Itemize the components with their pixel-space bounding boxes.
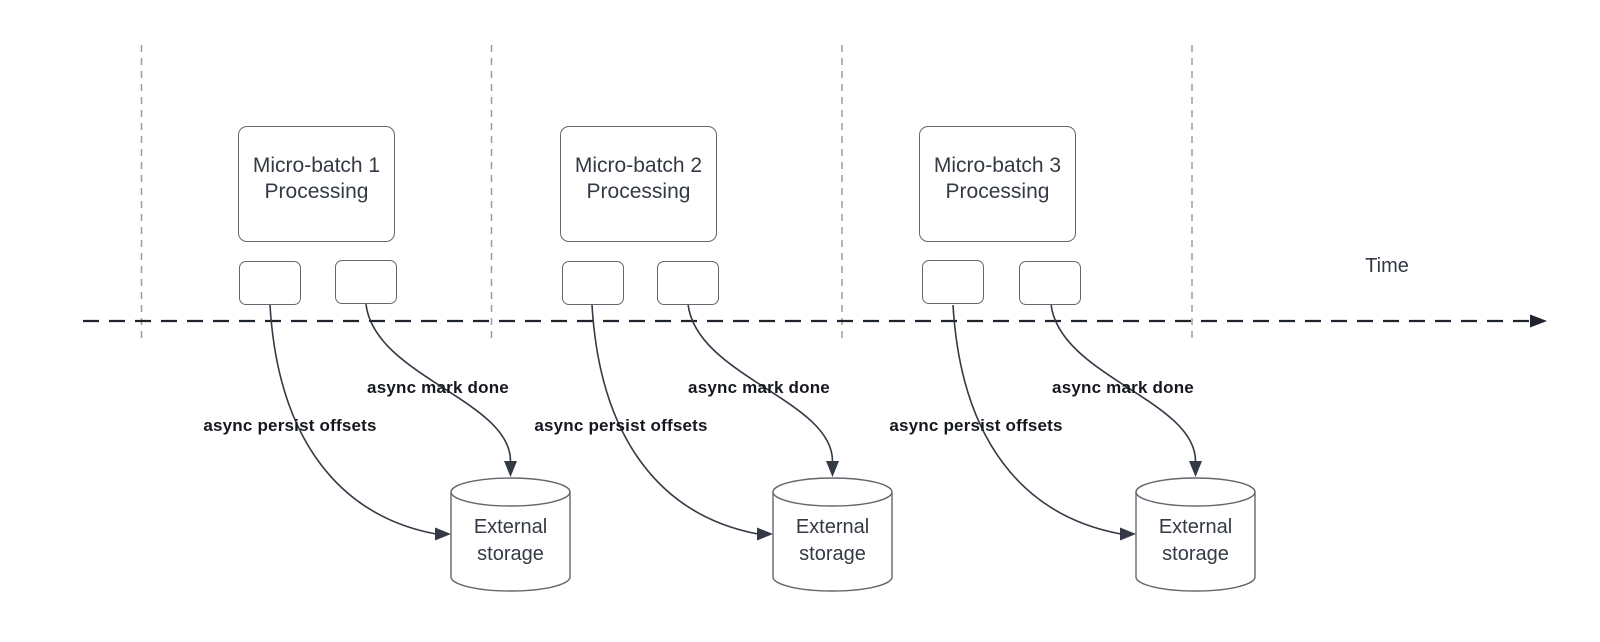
- persist-offsets-arrowhead-icon-2: [757, 527, 773, 541]
- microbatch-title-line2: Processing: [264, 180, 369, 203]
- mark-done-arrowhead-icon-1: [504, 461, 517, 477]
- microbatch-title-line2: Processing: [586, 180, 691, 203]
- external-storage-cylinder-lip-2: [772, 491, 893, 507]
- external-storage-cylinder-lip-1: [450, 491, 571, 507]
- persist-offsets-label-2: async persist offsets: [534, 416, 708, 435]
- persist-offsets-curve-3: [952, 304, 1122, 535]
- mark-done-label-2: async mark done: [688, 378, 830, 397]
- mark-done-curve-2: [687, 303, 834, 462]
- external-storage-line1: External: [795, 516, 870, 538]
- external-storage-label-2: External storage: [773, 514, 892, 568]
- external-storage-label-3: External storage: [1136, 514, 1255, 568]
- persist-offsets-curve-2: [591, 304, 759, 535]
- microbatch-box-title-3: Micro-batch 3 Processing: [919, 153, 1076, 205]
- external-storage-cylinder-1: [450, 477, 571, 592]
- mark-done-chip-2: [657, 261, 719, 305]
- external-storage-line2: storage: [477, 543, 544, 565]
- external-storage-label-1: External storage: [451, 514, 570, 568]
- persist-offsets-chip-3: [922, 260, 984, 304]
- microbatch-title-line1: Micro-batch 2: [574, 154, 703, 177]
- persist-offsets-arrowhead-icon-1: [435, 527, 451, 541]
- persist-offsets-curve-1: [269, 304, 437, 535]
- time-label: Time: [1365, 255, 1409, 277]
- microbatch-title-line1: Micro-batch 3: [933, 154, 1062, 177]
- mark-done-curve-1: [365, 303, 512, 462]
- external-storage-line2: storage: [799, 543, 866, 565]
- persist-offsets-label-3: async persist offsets: [889, 416, 1063, 435]
- external-storage-cylinder-2: [772, 477, 893, 592]
- microbatch-box-2: [560, 126, 717, 242]
- timeline-arrowhead-icon: [1530, 314, 1547, 328]
- mark-done-chip-3: [1019, 261, 1081, 305]
- mark-done-chip-1: [335, 260, 397, 304]
- mark-done-label-3: async mark done: [1052, 378, 1194, 397]
- mark-done-curve-3: [1050, 303, 1197, 462]
- external-storage-cylinder-lip-3: [1135, 491, 1256, 507]
- persist-offsets-chip-2: [562, 261, 624, 305]
- microbatch-box-title-1: Micro-batch 1 Processing: [238, 153, 395, 205]
- persist-offsets-arrowhead-icon-3: [1120, 527, 1136, 541]
- microbatch-title-line2: Processing: [945, 180, 1050, 203]
- external-storage-cylinder-3: [1135, 477, 1256, 592]
- mark-done-arrowhead-icon-3: [1189, 461, 1202, 477]
- mark-done-label-1: async mark done: [367, 378, 509, 397]
- microbatch-box-3: [919, 126, 1076, 242]
- external-storage-line1: External: [473, 516, 548, 538]
- microbatch-box-title-2: Micro-batch 2 Processing: [560, 153, 717, 205]
- external-storage-line2: storage: [1162, 543, 1229, 565]
- mark-done-arrowhead-icon-2: [826, 461, 839, 477]
- microbatch-title-line1: Micro-batch 1: [252, 154, 381, 177]
- persist-offsets-chip-1: [239, 261, 301, 305]
- microbatch-box-1: [238, 126, 395, 242]
- external-storage-line1: External: [1158, 516, 1233, 538]
- persist-offsets-label-1: async persist offsets: [203, 416, 377, 435]
